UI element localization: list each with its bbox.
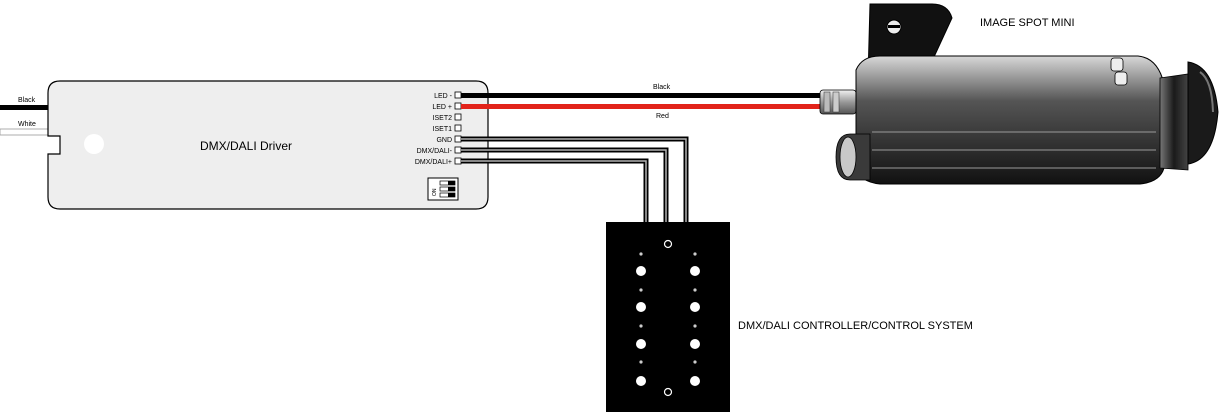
controller-button (690, 339, 700, 349)
controller-indicator (639, 324, 643, 328)
driver-title: DMX/DALI Driver (200, 139, 292, 153)
terminal-square (454, 157, 462, 165)
controller-button (690, 266, 700, 276)
fixture-lens-collar (1159, 73, 1189, 171)
control-wire-dmx-plus (461, 158, 649, 222)
control-wire-dmx-minus-core (461, 149, 667, 222)
input-wire-black (0, 105, 52, 110)
terminal-label: GND (436, 137, 452, 144)
controller-indicator (693, 360, 697, 364)
dip-switch: ON (427, 177, 459, 201)
controller-indicator (693, 324, 697, 328)
controller-button (690, 376, 700, 386)
controller-indicator (639, 252, 643, 256)
output-wire-black (461, 93, 829, 98)
controller-button (636, 266, 646, 276)
output-wire-red-label: Red (656, 113, 669, 120)
controller-button (690, 302, 700, 312)
fixture-lens (1187, 61, 1219, 165)
terminal-label: ISET2 (433, 115, 453, 122)
control-wire-gnd-core (461, 138, 687, 222)
terminal-label: LED + (432, 104, 452, 111)
input-wire-white (0, 128, 53, 136)
controller-screw (663, 239, 673, 249)
controller-buttons (636, 252, 700, 386)
controller-title: DMX/DALI CONTROLLER/CONTROL SYSTEM (738, 320, 973, 332)
terminal-square (454, 135, 462, 143)
driver: DMX/DALI Driver LED - LED + ISET2 ISET1 … (47, 80, 489, 210)
output-wire-red (461, 104, 829, 109)
controller-indicator (693, 252, 697, 256)
dip-switch-label: ON (432, 188, 438, 196)
controller-button (636, 339, 646, 349)
controller-panel (606, 222, 730, 412)
controller-indicator (639, 360, 643, 364)
terminal-square (454, 102, 462, 110)
fixture-knob (1114, 71, 1128, 86)
controller-button (636, 302, 646, 312)
control-wire-dmx-plus-core (461, 160, 647, 222)
terminal-square (454, 124, 462, 132)
terminal-label: DMX/DALI+ (415, 159, 452, 166)
input-wire-white-label: White (18, 121, 36, 128)
input-wires: Black White (0, 97, 53, 136)
controller-screw (663, 387, 673, 397)
control-wires (461, 136, 689, 222)
input-wire-black-label: Black (18, 97, 36, 104)
fixture-knob (1110, 57, 1124, 72)
terminal-square (454, 146, 462, 154)
output-wires: Black Red (461, 84, 829, 120)
fixture: IMAGE SPOT MINI (819, 3, 1219, 185)
terminal-label: LED - (434, 93, 453, 100)
driver-housing (47, 80, 489, 210)
driver-mount-hole (84, 134, 104, 154)
controller: DMX/DALI CONTROLLER/CONTROL SYSTEM (606, 222, 973, 412)
terminal-label: ISET1 (433, 126, 453, 133)
output-wire-black-label: Black (653, 84, 671, 91)
terminal-label: DMX/DALI- (417, 148, 453, 155)
terminal-square (454, 113, 462, 121)
fixture-title: IMAGE SPOT MINI (980, 17, 1075, 29)
controller-indicator (693, 288, 697, 292)
controller-button (636, 376, 646, 386)
terminal-square (454, 91, 462, 99)
controller-indicator (639, 288, 643, 292)
